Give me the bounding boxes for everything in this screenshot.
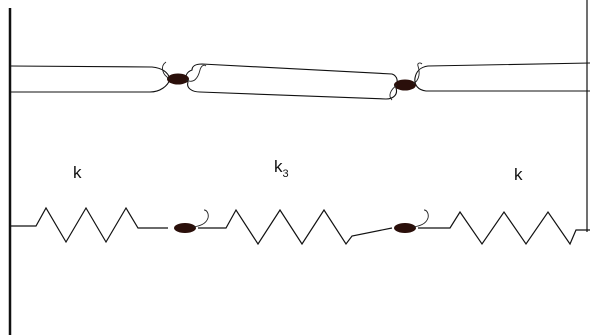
rod-chain xyxy=(9,62,590,100)
spring-label-k-left: k xyxy=(73,163,82,182)
rod-segment-left xyxy=(9,65,171,93)
spring-knot-left xyxy=(174,209,209,233)
spring-label-k-right: k xyxy=(514,165,523,184)
rod-segment-middle xyxy=(185,63,398,100)
spring-label-k3-middle: k3 xyxy=(274,157,289,180)
spring-right xyxy=(418,210,590,246)
rod-knot-right xyxy=(389,62,423,101)
spring-middle xyxy=(198,208,393,246)
spring-left xyxy=(10,206,168,244)
rod-knot-left xyxy=(162,61,207,85)
spring-knot-right xyxy=(394,209,429,233)
rod-segment-right xyxy=(414,62,590,92)
